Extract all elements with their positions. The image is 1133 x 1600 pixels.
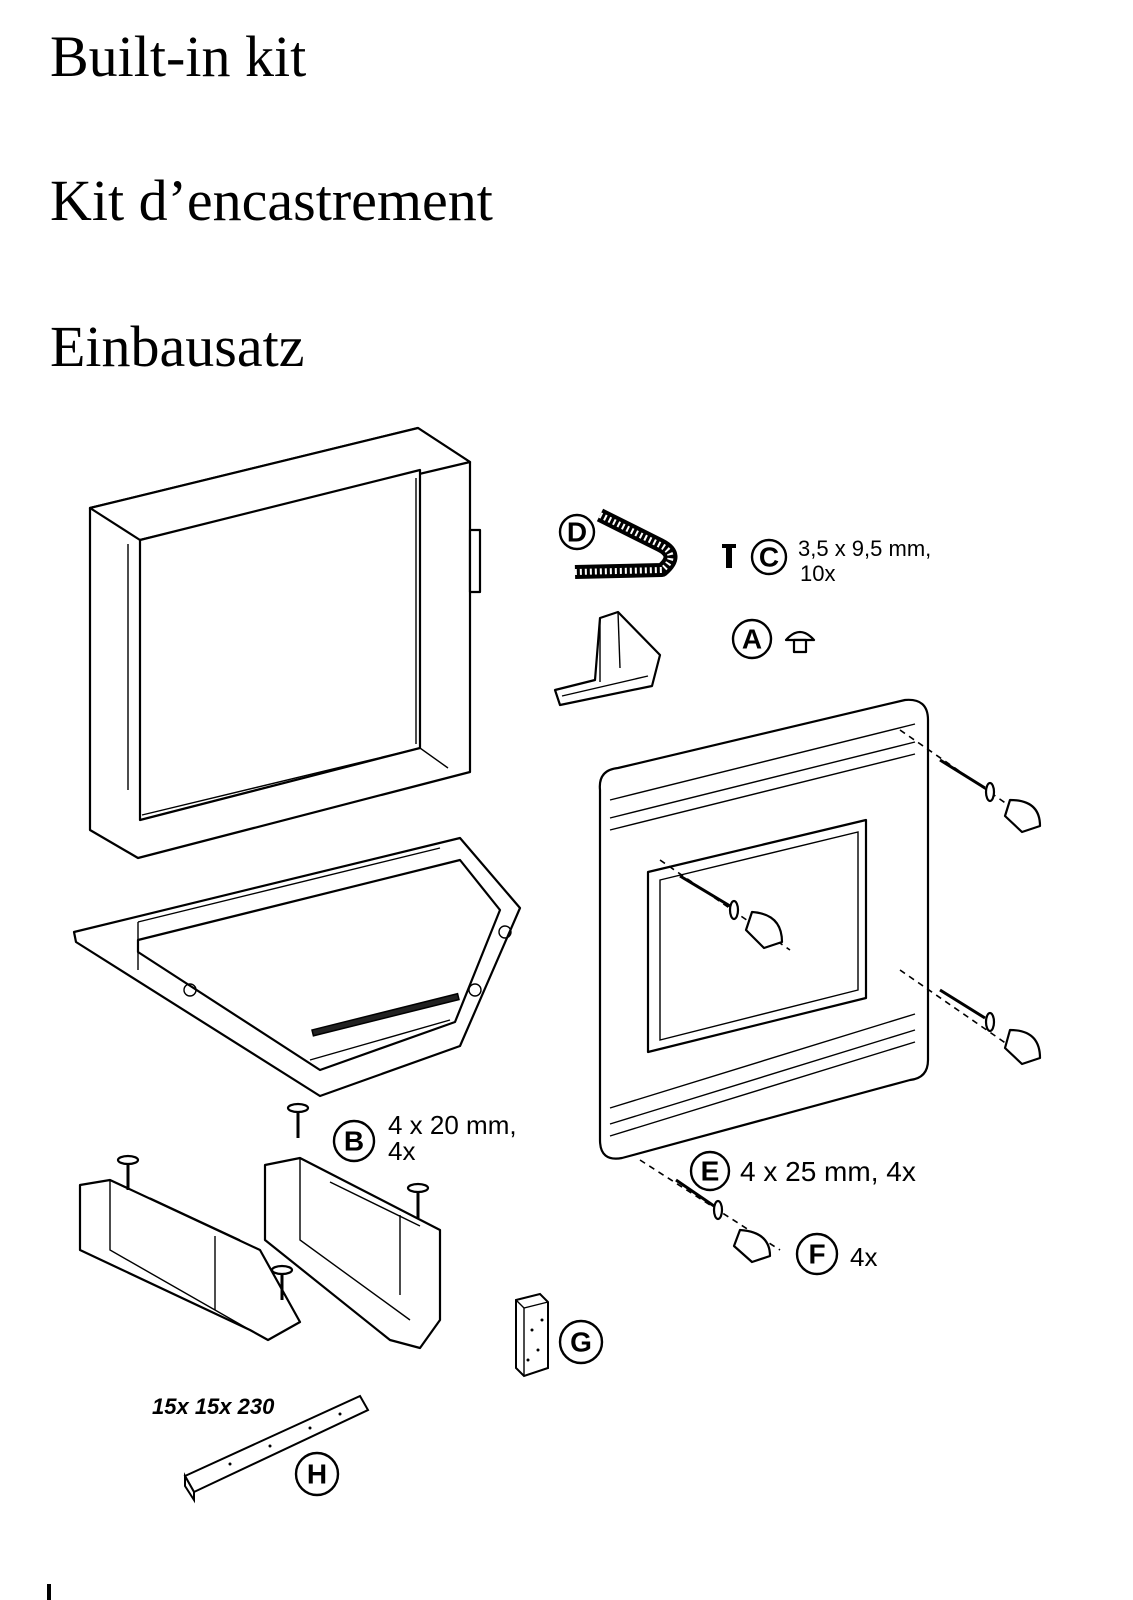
screw-b-4	[270, 1264, 294, 1300]
page-corner-mark	[47, 1584, 51, 1600]
screw-b-3	[406, 1182, 430, 1218]
screw-b-2	[116, 1154, 140, 1190]
label-c-letter: C	[759, 542, 779, 573]
screw-e-4	[639, 1159, 781, 1264]
label-e-letter: E	[701, 1156, 720, 1187]
label-a: A	[731, 618, 773, 660]
label-b-letter: B	[344, 1126, 364, 1157]
title-german: Einbausatz	[50, 314, 305, 379]
label-g: G	[558, 1319, 604, 1365]
title-english: Built-in kit	[50, 24, 307, 89]
label-d: D	[558, 513, 596, 551]
label-h: H 15x 15x 230	[152, 1394, 340, 1497]
label-a-letter: A	[742, 624, 762, 655]
label-b-spec-line2: 4x	[388, 1136, 415, 1166]
seal-strip-d	[574, 508, 678, 579]
label-h-letter: H	[307, 1459, 327, 1490]
label-c: C 3,5 x 9,5 mm, 10x	[750, 536, 931, 586]
screw-c-icon	[722, 544, 736, 568]
right-bracket	[263, 1156, 442, 1350]
title-french: Kit d’encastrement	[50, 168, 493, 233]
label-f-spec: 4x	[850, 1242, 877, 1272]
screw-e-2	[659, 859, 791, 951]
label-c-spec-line2: 10x	[800, 561, 835, 586]
label-b: B 4 x 20 mm, 4x	[332, 1110, 517, 1166]
label-c-spec-line1: 3,5 x 9,5 mm,	[798, 536, 931, 561]
label-d-letter: D	[567, 517, 587, 548]
label-b-spec-line1: 4 x 20 mm,	[388, 1110, 517, 1140]
label-f-letter: F	[808, 1239, 825, 1270]
label-e-spec: 4 x 25 mm, 4x	[740, 1156, 916, 1187]
housing-panel	[88, 426, 482, 860]
foam-strip-h	[183, 1394, 370, 1504]
base-tray	[72, 836, 522, 1098]
cap-a-icon	[784, 630, 816, 654]
label-f: F 4x	[795, 1232, 877, 1276]
corner-bracket	[553, 610, 662, 707]
label-g-letter: G	[570, 1327, 592, 1358]
left-bracket	[78, 1178, 302, 1342]
label-h-dimension: 15x 15x 230	[152, 1394, 275, 1419]
foam-block-g	[515, 1292, 549, 1378]
label-e: E 4 x 25 mm, 4x	[689, 1150, 916, 1192]
screw-b-1	[286, 1102, 310, 1138]
screw-e-1	[899, 729, 1042, 834]
screw-e-3	[899, 969, 1042, 1066]
